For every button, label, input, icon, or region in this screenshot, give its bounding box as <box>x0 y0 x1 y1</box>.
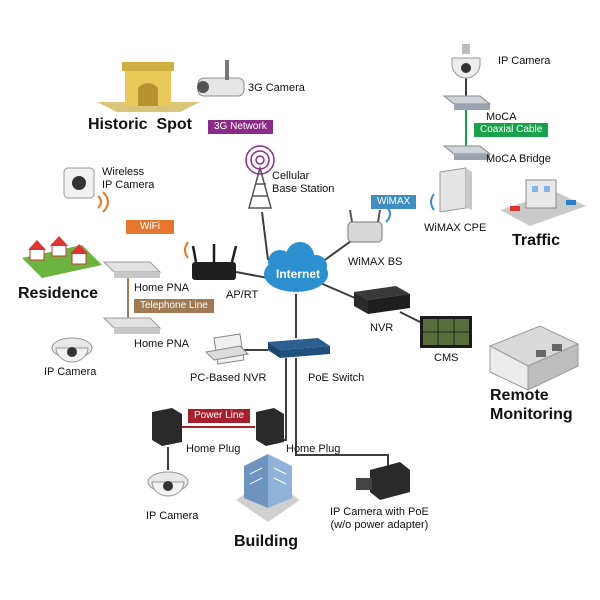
pc-nvr-label: PC-Based NVR <box>190 372 267 384</box>
wimax-cpe-icon <box>430 167 472 213</box>
link-internet-nvr <box>317 281 356 299</box>
connection-lines <box>167 211 421 470</box>
residence-houses-icon <box>22 236 102 278</box>
moca-bridge-label: MoCA Bridge <box>486 153 551 165</box>
poe-switch-label: PoE Switch <box>308 372 365 384</box>
ptz-camera-icon <box>451 44 481 79</box>
building-icon <box>236 454 300 522</box>
router-icon <box>184 241 238 280</box>
building-title: Building <box>234 533 298 550</box>
home-pna-top-icon <box>102 261 162 278</box>
wimax-cpe-label: WiMAX CPE <box>424 222 487 234</box>
home-pna-top-label: Home PNA <box>134 282 190 294</box>
cell-tower-icon <box>245 145 275 209</box>
ip-camera-top-label: IP Camera <box>498 55 551 67</box>
ip-camera-residence-label: IP Camera <box>44 366 97 378</box>
moca-bridge-icon <box>442 145 492 160</box>
link-switch-poe-camera <box>295 358 389 470</box>
cellular-base-station-label: Cellular Base Station <box>272 170 335 195</box>
tag-3g-network: 3G Network <box>208 120 273 134</box>
traffic-title: Traffic <box>512 232 561 249</box>
home-pna-bottom-label: Home PNA <box>134 338 190 350</box>
tag-wimax: WiMAX <box>371 195 417 209</box>
remote-monitoring-title: Remote Monitoring <box>490 387 573 423</box>
home-plug-left-icon <box>152 408 182 446</box>
wireless-camera-icon <box>63 167 109 213</box>
pc-nvr-icon <box>204 333 250 365</box>
poe-switch-icon <box>268 338 330 358</box>
home-plug-right-icon <box>256 408 284 446</box>
wimax-bs-icon <box>347 205 391 243</box>
ap-rt-label: AP/RT <box>226 289 259 301</box>
link-internet-cellular <box>261 211 269 261</box>
nvr-label: NVR <box>370 322 394 334</box>
tag-wifi: WiFi <box>126 220 174 234</box>
dome-camera-residence-icon <box>51 337 93 363</box>
arch-icon <box>97 62 200 112</box>
ip-camera-bottom-label: IP Camera <box>146 510 199 522</box>
internet-label: Internet <box>276 267 321 281</box>
moca-icon <box>442 95 492 110</box>
wireless-ip-camera-label: Wireless IP Camera <box>102 166 155 191</box>
tag-power-line: Power Line <box>188 409 251 423</box>
ip-camera-poe-label: IP Camera with PoE (w/o power adapter) <box>330 506 429 531</box>
dome-camera-bottom-icon <box>147 471 189 497</box>
wimax-bs-label: WiMAX BS <box>348 256 403 268</box>
camera-3g-icon <box>197 60 245 97</box>
tag-telephone-line: Telephone Line <box>134 299 214 313</box>
home-plug-right-label: Home Plug <box>286 443 341 455</box>
historic-spot-title: Historic Spot <box>88 116 193 133</box>
link-internet-ap <box>235 271 269 279</box>
home-pna-bottom-icon <box>102 317 162 334</box>
link-nvr-cms <box>399 311 421 323</box>
monitoring-room-icon <box>488 325 580 391</box>
camera-3g-label: 3G Camera <box>248 82 305 94</box>
poe-camera-icon <box>356 462 410 500</box>
cms-label: CMS <box>434 352 459 364</box>
residence-title: Residence <box>18 285 99 302</box>
cms-monitor-icon <box>420 316 472 348</box>
tag-coaxial-cable: Coaxial Cable <box>474 123 549 137</box>
home-plug-left-label: Home Plug <box>186 443 241 455</box>
internet-cloud-icon <box>264 242 328 292</box>
moca-label: MoCA <box>486 111 517 123</box>
nvr-icon <box>354 286 410 314</box>
traffic-scene-icon <box>500 179 586 226</box>
